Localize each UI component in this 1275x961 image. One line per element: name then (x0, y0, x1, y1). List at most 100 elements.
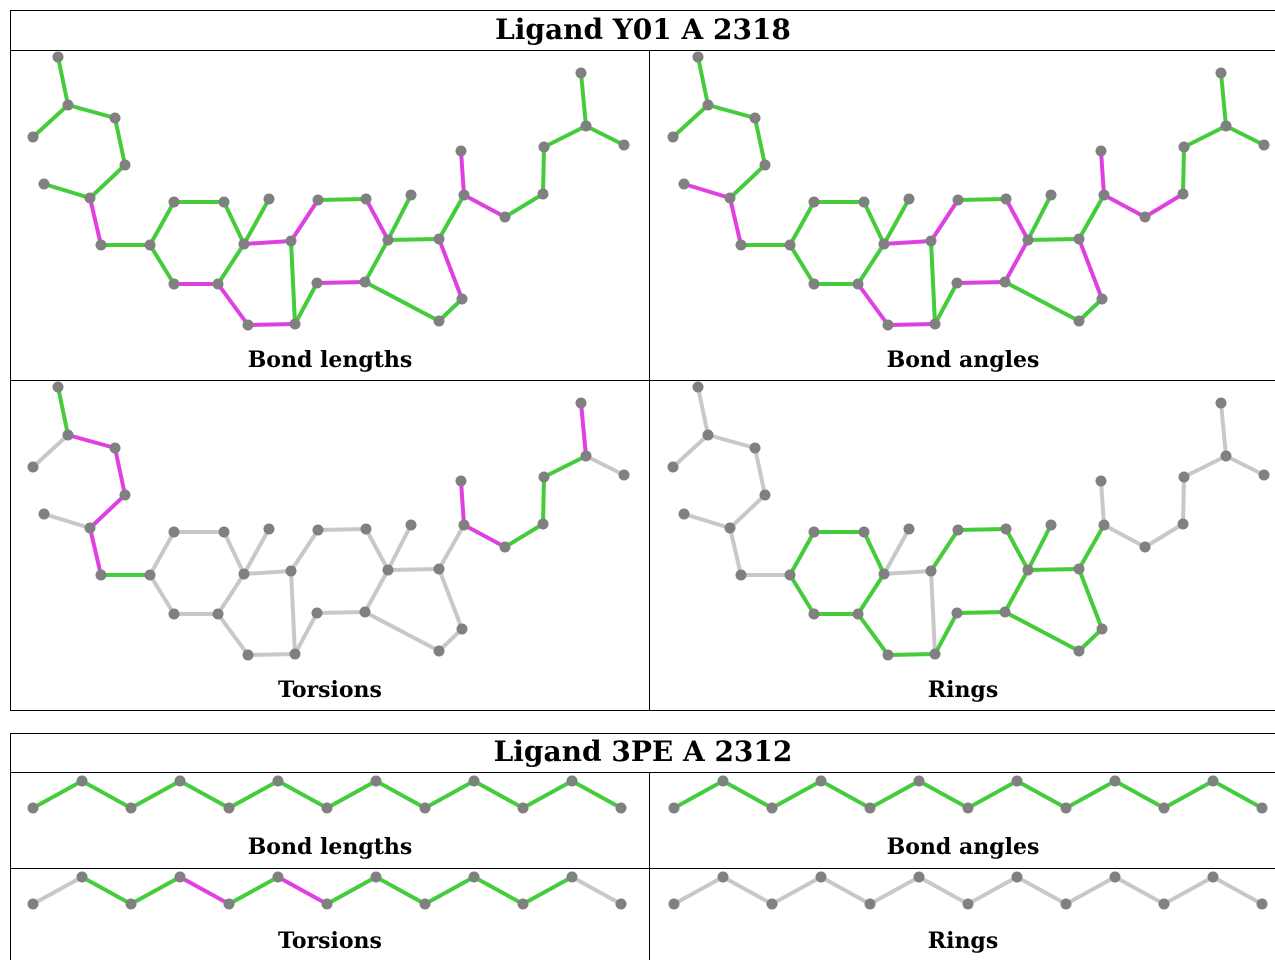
bond (246, 322, 297, 327)
bond (88, 526, 103, 577)
bond (316, 527, 368, 532)
atom (538, 471, 550, 483)
atom (119, 159, 131, 171)
atom (285, 235, 297, 247)
atom (168, 196, 180, 208)
atom (433, 233, 445, 245)
y01-bond-angles-molecule (667, 51, 1270, 331)
bond (1026, 567, 1081, 572)
3pe-panel-bond-lengths: Bond lengths (11, 773, 649, 868)
atom (1073, 315, 1085, 327)
atom (272, 871, 284, 883)
bond (1162, 779, 1215, 810)
bond (246, 652, 297, 657)
atom (419, 802, 431, 814)
bond (728, 493, 767, 530)
atom (289, 318, 301, 330)
atom (538, 141, 550, 153)
bond (856, 282, 890, 327)
atom (615, 802, 627, 814)
atom (913, 871, 925, 883)
atom (724, 522, 736, 534)
atom (808, 526, 820, 538)
3pe-panel-torsions: Torsions (11, 869, 649, 961)
bond (459, 479, 466, 527)
bond (1181, 145, 1186, 196)
bond (856, 612, 890, 657)
bond (1003, 568, 1030, 614)
bond (66, 433, 117, 450)
bond (570, 875, 623, 906)
atom (858, 526, 870, 538)
bond (363, 610, 441, 653)
bond (1003, 238, 1030, 284)
bond (753, 446, 767, 497)
atom (1011, 871, 1023, 883)
bond (1026, 523, 1053, 572)
bond (364, 527, 390, 572)
atom (212, 608, 224, 620)
bond (728, 196, 743, 247)
atom (878, 568, 890, 580)
atom (359, 276, 371, 288)
bond (753, 116, 767, 167)
atom (370, 775, 382, 787)
bond (276, 779, 329, 810)
bond (1182, 454, 1228, 479)
bond (31, 875, 84, 906)
bond (819, 779, 872, 810)
bond (216, 572, 246, 616)
bond (788, 243, 816, 286)
atom (615, 898, 627, 910)
bond (721, 875, 774, 906)
atom (405, 189, 417, 201)
bond (56, 55, 70, 107)
bond (88, 196, 103, 247)
bond (706, 433, 757, 450)
atom (360, 523, 372, 535)
atom (27, 461, 39, 473)
atom (702, 99, 714, 111)
y01-panel-rings: Rings (650, 381, 1275, 711)
y01-rings-molecule (667, 381, 1270, 661)
atom (952, 524, 964, 536)
bond (386, 193, 413, 242)
atom (858, 196, 870, 208)
atom (962, 802, 974, 814)
atom (808, 278, 820, 290)
atom (678, 178, 690, 190)
atom (289, 648, 301, 660)
atom (1215, 397, 1227, 409)
atom (62, 429, 74, 441)
atom (238, 238, 250, 250)
atom (382, 234, 394, 246)
atom (759, 489, 771, 501)
bond (178, 875, 231, 906)
atom (321, 802, 333, 814)
bond (521, 875, 574, 906)
atom (1109, 775, 1121, 787)
atom (455, 475, 467, 487)
atom (38, 508, 50, 520)
bond (696, 385, 710, 437)
bond (222, 530, 246, 576)
3pe-torsions-chain (27, 871, 627, 910)
divider-vertical (649, 772, 650, 960)
bond (929, 528, 960, 573)
atom (1139, 211, 1151, 223)
atom (311, 277, 323, 289)
bond (1224, 454, 1266, 477)
panel-caption: Rings (927, 928, 999, 954)
bond (242, 527, 271, 576)
atom (285, 565, 297, 577)
atom (311, 607, 323, 619)
bond (462, 523, 507, 549)
atom (702, 429, 714, 441)
atom (382, 564, 394, 576)
bond (856, 242, 886, 286)
atom (1073, 645, 1085, 657)
atom (749, 442, 761, 454)
atom (517, 802, 529, 814)
atom (223, 802, 235, 814)
atom (174, 775, 186, 787)
